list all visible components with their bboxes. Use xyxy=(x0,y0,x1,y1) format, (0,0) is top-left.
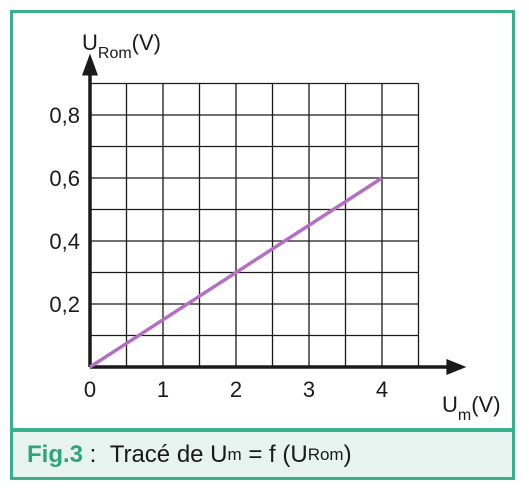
y-tick-label: 0,6 xyxy=(49,166,80,191)
caption-sub-a: m xyxy=(227,444,242,464)
caption-separator: : xyxy=(83,440,110,468)
caption-text-b: = f (U xyxy=(241,440,308,468)
caption-text-a: Tracé de U xyxy=(109,440,228,468)
caption-fig-label: Fig.3 xyxy=(27,440,84,468)
x-tick-label: 4 xyxy=(376,377,388,402)
y-axis-label: URom(V) xyxy=(82,30,161,62)
tick-labels: 0 1 2 3 4 0,2 0,4 0,6 0,8 xyxy=(49,103,388,402)
x-tick-label: 0 xyxy=(84,377,96,402)
series-layer xyxy=(89,176,383,369)
x-axis-arrow xyxy=(446,359,467,375)
x-tick-label: 1 xyxy=(157,377,169,402)
y-tick-label: 0,4 xyxy=(49,229,80,254)
figure-frame xyxy=(10,10,515,480)
caption-sub-b: Rom xyxy=(307,444,344,464)
grid xyxy=(90,82,420,367)
y-tick-label: 0,2 xyxy=(49,292,80,317)
x-tick-label: 3 xyxy=(303,377,315,402)
x-axis-label: Um(V) xyxy=(442,392,501,424)
series-line xyxy=(89,176,383,369)
y-axis-arrow xyxy=(82,53,98,76)
x-tick-label: 2 xyxy=(230,377,242,402)
axes xyxy=(82,53,467,375)
caption-text-c: ) xyxy=(343,440,352,468)
y-tick-label: 0,8 xyxy=(49,103,80,128)
